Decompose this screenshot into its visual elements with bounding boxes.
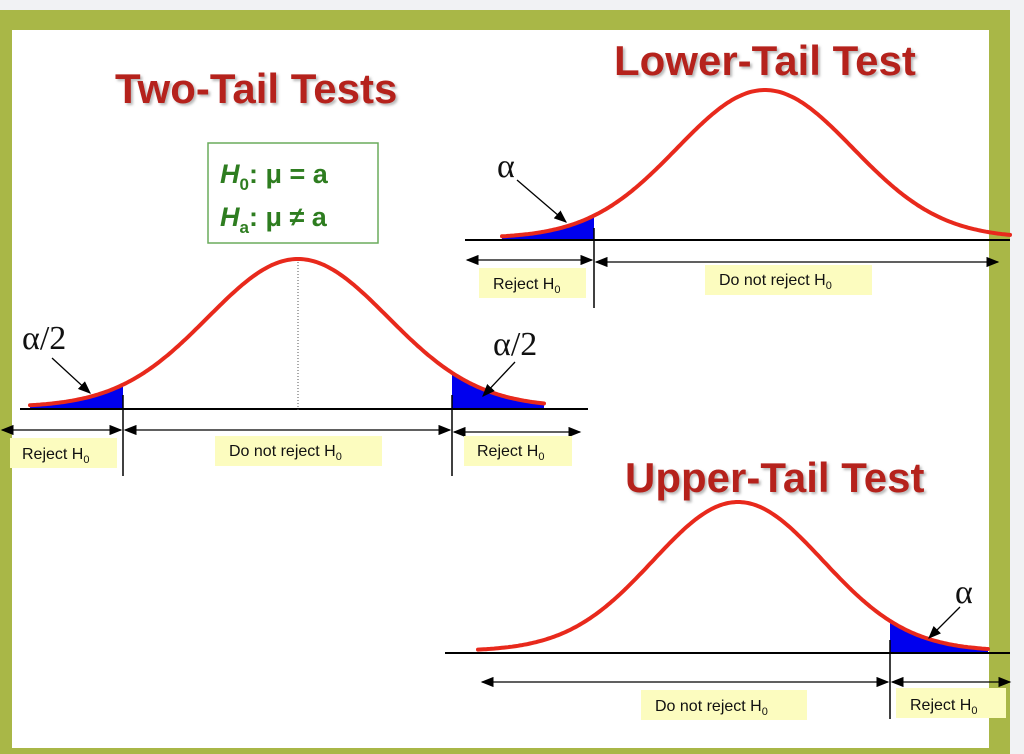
- svg-text:Reject H0: Reject H0: [477, 443, 544, 463]
- two-tail-title: Two-Tail Tests: [115, 65, 397, 112]
- hypothesis-box: [207, 142, 379, 244]
- alpha-lower-arrow: [516, 179, 567, 223]
- alpha-half-right-label: α/2: [493, 326, 537, 363]
- two-tail-rejection-region-1: [452, 373, 544, 409]
- alpha-upper-arrow: [928, 606, 961, 639]
- svg-text:Do not reject H0: Do not reject H0: [719, 272, 832, 292]
- slide-canvas: [12, 30, 989, 748]
- alpha-half-right-arrow: [482, 361, 516, 397]
- null-hypothesis: H0: μ = a: [220, 159, 329, 194]
- lower-tail-curve: [500, 88, 1012, 239]
- lower-tail-rejection-region-0: [502, 216, 594, 240]
- alpha-half-left-label: α/2: [22, 320, 66, 357]
- svg-text:Reject H0: Reject H0: [22, 446, 89, 466]
- do-not-reject-label-lower: Do not reject H0: [705, 265, 872, 295]
- lower-tail-title: Lower-Tail Test: [614, 37, 916, 84]
- alternative-hypothesis: Ha: μ ≠ a: [220, 202, 328, 237]
- alpha-half-left-arrow: [51, 357, 91, 394]
- svg-text:Do not reject H0: Do not reject H0: [655, 698, 768, 718]
- reject-label-two-right: Reject H0: [464, 436, 572, 466]
- do-not-reject-label-two: Do not reject H0: [215, 436, 382, 466]
- do-not-reject-label-upper: Do not reject H0: [641, 690, 807, 720]
- upper-tail-title: Upper-Tail Test: [625, 454, 924, 501]
- alpha-lower-label: α: [497, 148, 515, 185]
- reject-label-two-left: Reject H0: [10, 438, 117, 468]
- reject-label-lower: Reject H0: [479, 268, 586, 298]
- upper-tail-curve: [476, 500, 990, 652]
- upper-tail-rejection-region-0: [890, 621, 988, 653]
- svg-text:Do not reject H0: Do not reject H0: [229, 443, 342, 463]
- two-tail-curve: [28, 257, 546, 408]
- two-tail-rejection-region-0: [30, 386, 123, 409]
- svg-text:Reject H0: Reject H0: [493, 276, 560, 296]
- alpha-upper-label: α: [955, 574, 973, 611]
- reject-label-upper: Reject H0: [896, 688, 1006, 718]
- svg-text:Reject H0: Reject H0: [910, 697, 977, 717]
